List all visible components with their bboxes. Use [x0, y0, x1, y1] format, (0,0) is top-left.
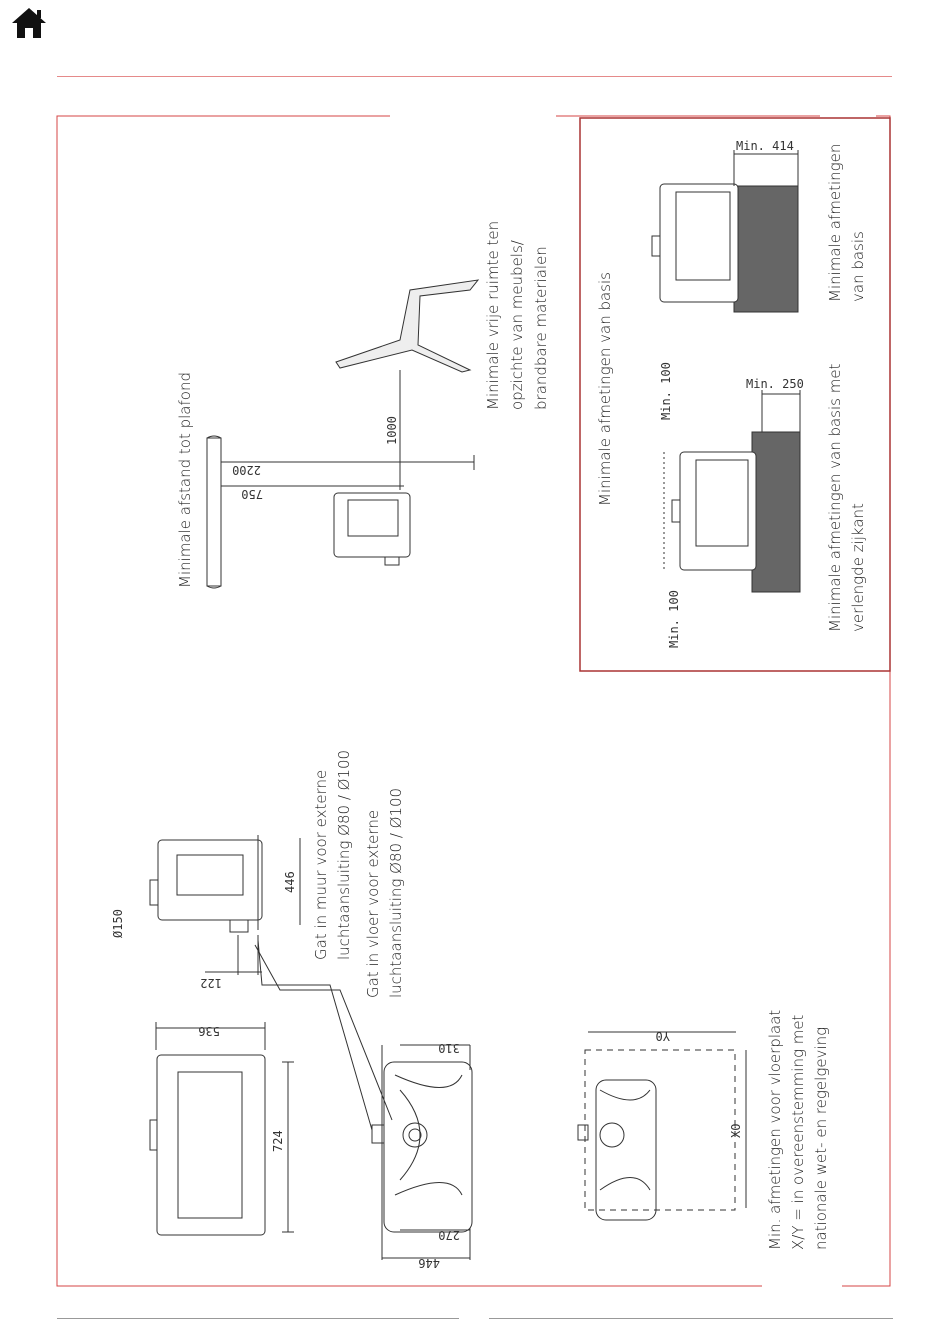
main-frame	[56, 115, 891, 1287]
ceiling-block	[206, 437, 222, 587]
dim-min414: Min. 414	[736, 139, 794, 153]
base-ext-diagram	[663, 390, 801, 593]
dim-122: 122	[200, 976, 222, 990]
footer-rule-right	[489, 1318, 893, 1319]
dim-150: Ø150	[111, 909, 125, 938]
label-clearance-3: brandbare materialen	[532, 246, 550, 410]
label-floor-hole-1: Gat in vloer voor externe	[364, 810, 382, 998]
chair-outline	[335, 279, 480, 373]
dim-min250: Min. 250	[746, 377, 804, 391]
front-view	[149, 1022, 294, 1236]
label-clearance-2: opzichte van meubels/	[508, 240, 526, 410]
dim-750: 750	[241, 487, 263, 501]
dim-min100-top: Min. 100	[659, 362, 673, 420]
label-floor-hole-2: luchtaansluiting Ø80 / Ø100	[387, 788, 405, 998]
dim-1000: 1000	[385, 416, 399, 445]
home-icon[interactable]	[10, 6, 48, 40]
dim-724: 724	[271, 1130, 285, 1152]
label-floor-plate-1: Min. afmetingen voor vloerplaat	[766, 1010, 784, 1250]
base-only-diagram	[651, 150, 799, 313]
stove-side	[333, 492, 411, 558]
label-base-only-2: van basis	[849, 231, 867, 302]
label-base-min: Minimale afmetingen van basis	[596, 272, 614, 506]
top-view	[371, 1044, 473, 1260]
label-base-only-1: Minimale afmetingen	[826, 144, 844, 302]
label-clearance-1: Minimale vrije ruimte ten	[484, 221, 502, 410]
dim-min100-bottom: Min. 100	[667, 590, 681, 648]
footer-rule-left	[57, 1318, 459, 1319]
clearance-diagram	[206, 279, 480, 589]
floor-plate	[577, 1031, 747, 1221]
dim-2200: 2200	[232, 463, 261, 477]
dim-446a: 446	[418, 1256, 440, 1270]
label-wall-hole-2: luchtaansluiting Ø80 / Ø100	[335, 750, 353, 960]
header-rule	[57, 76, 892, 77]
base-panel-frame	[579, 117, 891, 672]
label-floor-plate-2: X/Y = in overeenstemming met	[789, 1014, 807, 1250]
dim-536: 536	[198, 1024, 220, 1038]
side-view	[149, 835, 393, 1131]
label-base-ext-1: Minimale afmetingen van basis met	[826, 363, 844, 632]
dim-446b: 446	[283, 871, 297, 893]
dim-x0: X0	[729, 1124, 743, 1138]
label-floor-plate-3: nationale wet- en regelgeving	[812, 1027, 830, 1250]
dim-310: 310	[438, 1041, 460, 1055]
dim-270: 270	[438, 1228, 460, 1242]
label-base-ext-2: verlengde zijkant	[849, 503, 867, 632]
label-ceiling: Minimale afstand tot plafond	[176, 372, 194, 588]
dim-y0: Y0	[656, 1029, 670, 1043]
label-wall-hole-1: Gat in muur voor externe	[312, 770, 330, 960]
